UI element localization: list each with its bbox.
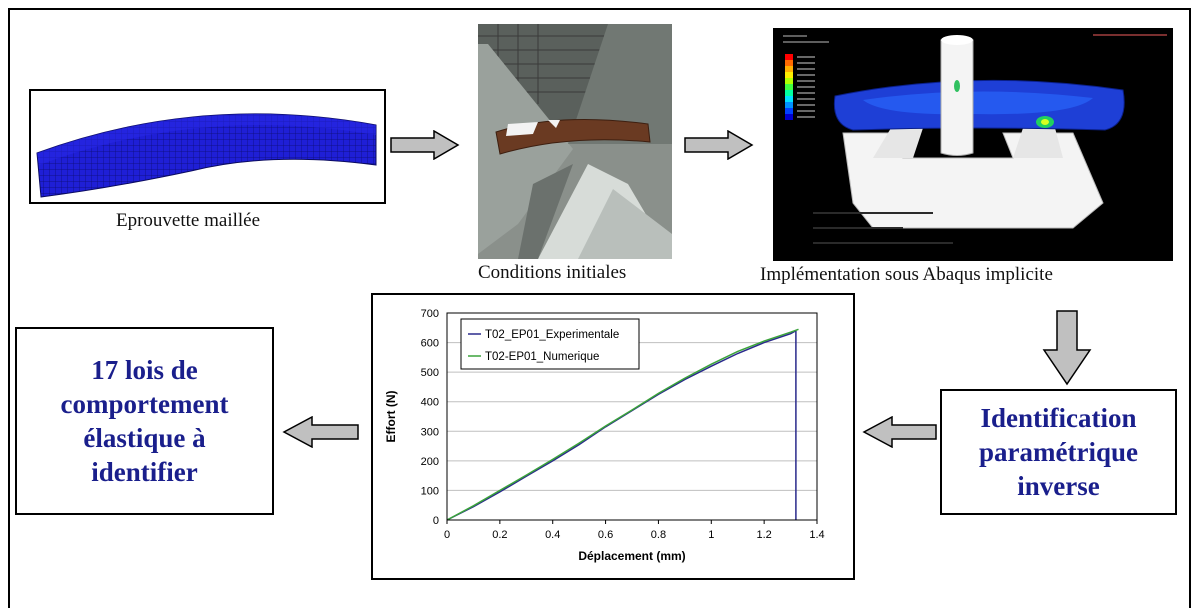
x-tick-label: 0.4 [545, 529, 560, 541]
abaqus-simulation-image [773, 28, 1173, 261]
x-tick-label: 0.6 [598, 529, 613, 541]
x-axis-label: Déplacement (mm) [578, 549, 685, 563]
x-tick-label: 1.4 [809, 529, 824, 541]
y-tick-label: 700 [421, 308, 439, 320]
right-arrow-icon [390, 130, 460, 160]
chart-panel: 0 100 200 300 400 500 600 700 0 0.2 0.4 0.6 0.8 1 1.2… [371, 293, 855, 580]
y-tick-label: 400 [421, 397, 439, 409]
identification-line-3: inverse [1017, 471, 1100, 501]
right-arrow-icon [684, 130, 754, 160]
x-tick-label: 0.8 [651, 529, 666, 541]
laws-line-3: élastique à [83, 423, 206, 453]
y-tick-label: 200 [421, 456, 439, 468]
identification-line-1: Identification [980, 403, 1137, 433]
mesh-specimen-image [36, 113, 377, 198]
diagram-frame [8, 8, 1191, 608]
laws-line-1: 17 lois de [91, 355, 198, 385]
plot-area-frame [446, 312, 818, 521]
legend-label: T02-EP01_Numerique [485, 351, 599, 363]
series-line-2 [446, 328, 799, 521]
left-arrow-icon [862, 416, 937, 448]
x-tick-label: 1.2 [756, 529, 771, 541]
x-tick-label: 0 [444, 529, 450, 541]
mesh-caption: Eprouvette maillée [116, 210, 261, 231]
laws-line-2: comportement [60, 389, 229, 419]
abaqus-caption: Implémentation sous Abaqus implicite [760, 264, 1053, 285]
behaviour-laws-box: 17 lois de comportement élastique à iden… [15, 327, 274, 515]
x-axis-ticks: 0 0.2 0.4 0.6 0.8 1 1.2 1.4 [444, 520, 825, 541]
laws-line-4: identifier [91, 457, 198, 487]
y-tick-label: 600 [421, 338, 439, 350]
y-tick-label: 0 [433, 515, 439, 527]
down-arrow-icon [1042, 310, 1092, 386]
legend-box [460, 318, 640, 370]
force-displacement-chart: 0 100 200 300 400 500 600 700 0 0.2 0.4 0.6 0.8 1 1.2… [384, 308, 825, 563]
y-tick-label: 500 [421, 367, 439, 379]
y-tick-label: 100 [421, 485, 439, 497]
y-axis-label: Effort (N) [384, 391, 398, 443]
y-axis-ticks: 0 100 200 300 400 500 600 700 [421, 308, 439, 527]
identification-box: Identification paramétrique inverse [940, 389, 1177, 515]
left-arrow-icon [282, 416, 359, 448]
mesh-specimen-panel [29, 89, 386, 204]
x-tick-label: 1 [708, 529, 714, 541]
y-tick-label: 300 [421, 426, 439, 438]
chart-series [446, 328, 799, 521]
identification-line-2: paramétrique [979, 437, 1138, 467]
initial-conditions-photo [478, 24, 672, 259]
legend-label: T02_EP01_Experimentale [485, 329, 619, 341]
initial-caption: Conditions initiales [478, 262, 627, 283]
x-tick-label: 0.2 [492, 529, 507, 541]
